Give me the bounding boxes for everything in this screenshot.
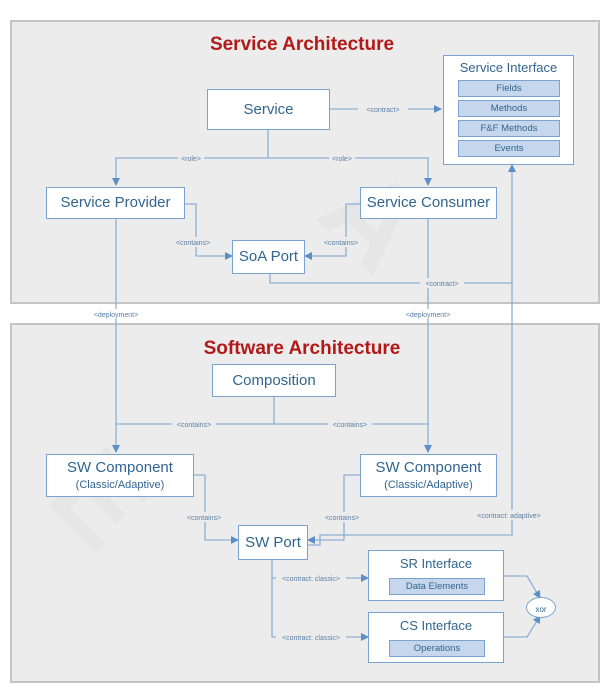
interface-item-fields[interactable]: Fields <box>458 80 560 97</box>
sw-component-left-sub: (Classic/Adaptive) <box>75 479 165 491</box>
xor-label: xor <box>535 605 547 614</box>
label-contains-sw-left: <contains> <box>187 515 221 522</box>
service-consumer-box[interactable]: Service Consumer <box>360 187 497 219</box>
label-contract: <contract> <box>366 107 399 114</box>
interface-item-events[interactable]: Events <box>458 140 560 157</box>
interface-item-methods[interactable]: Methods <box>458 100 560 117</box>
connector-contract-classic <box>271 560 369 641</box>
connector-role <box>268 157 432 186</box>
composition-box[interactable]: Composition <box>212 364 336 397</box>
label-role-right: <role> <box>332 156 352 163</box>
sw-component-left-label: SW Component <box>67 459 173 476</box>
connector-contains <box>194 474 239 544</box>
label-role-left: <role> <box>181 156 201 163</box>
connector-contract-adaptive <box>308 283 513 546</box>
connector-xor <box>504 575 541 599</box>
connector-xor <box>504 615 541 638</box>
label-soa-contract: <contract> <box>425 281 458 288</box>
sw-component-right-label: SW Component <box>375 459 482 476</box>
connector-contract <box>269 164 516 284</box>
label-contract-classic-sr: <contract: classic> <box>282 576 340 583</box>
composition-label: Composition <box>232 372 316 389</box>
label-contains-comp-right: <contains> <box>333 422 367 429</box>
service-label: Service <box>243 101 294 118</box>
soa-port-label: SoA Port <box>238 248 299 265</box>
sw-port-box[interactable]: SW Port <box>238 525 308 560</box>
sr-interface-box[interactable]: SR Interface Data Elements <box>368 550 504 601</box>
connector-contains <box>185 203 233 260</box>
connector-contains <box>304 203 360 260</box>
label-contains-consumer: <contains> <box>324 240 358 247</box>
service-box[interactable]: Service <box>207 89 330 130</box>
cs-interface-box[interactable]: CS Interface Operations <box>368 612 504 663</box>
service-interface-title: Service Interface <box>459 60 558 75</box>
label-contract-adaptive: <contract: adaptive> <box>477 513 540 520</box>
service-consumer-label: Service Consumer <box>366 194 491 211</box>
sw-port-label: SW Port <box>245 534 301 551</box>
software-architecture-title: Software Architecture <box>203 338 401 359</box>
label-contains-sw-right: <contains> <box>325 515 359 522</box>
interface-item-ff-methods[interactable]: F&F Methods <box>458 120 560 137</box>
label-contains-comp-left: <contains> <box>177 422 211 429</box>
service-architecture-title: Service Architecture <box>209 34 395 55</box>
sw-component-right-sub: (Classic/Adaptive) <box>384 479 473 491</box>
cs-interface-item[interactable]: Operations <box>389 640 485 657</box>
soa-port-box[interactable]: SoA Port <box>232 240 305 274</box>
sw-component-left-box[interactable]: SW Component (Classic/Adaptive) <box>46 454 194 497</box>
label-deployment-right: <deployment> <box>406 312 450 319</box>
service-provider-label: Service Provider <box>60 194 171 211</box>
sw-component-right-box[interactable]: SW Component (Classic/Adaptive) <box>360 454 497 497</box>
xor-node: xor <box>526 597 556 618</box>
label-deployment-left: <deployment> <box>94 312 138 319</box>
sr-interface-item[interactable]: Data Elements <box>389 578 485 595</box>
connector-contains <box>307 474 360 544</box>
label-contract-classic-cs: <contract: classic> <box>282 635 340 642</box>
cs-interface-title: CS Interface <box>399 618 473 633</box>
sr-interface-title: SR Interface <box>399 556 473 571</box>
label-contains-provider: <contains> <box>176 240 210 247</box>
service-interface-box[interactable]: Service Interface Fields Methods F&F Met… <box>443 55 574 165</box>
service-provider-box[interactable]: Service Provider <box>46 187 185 219</box>
